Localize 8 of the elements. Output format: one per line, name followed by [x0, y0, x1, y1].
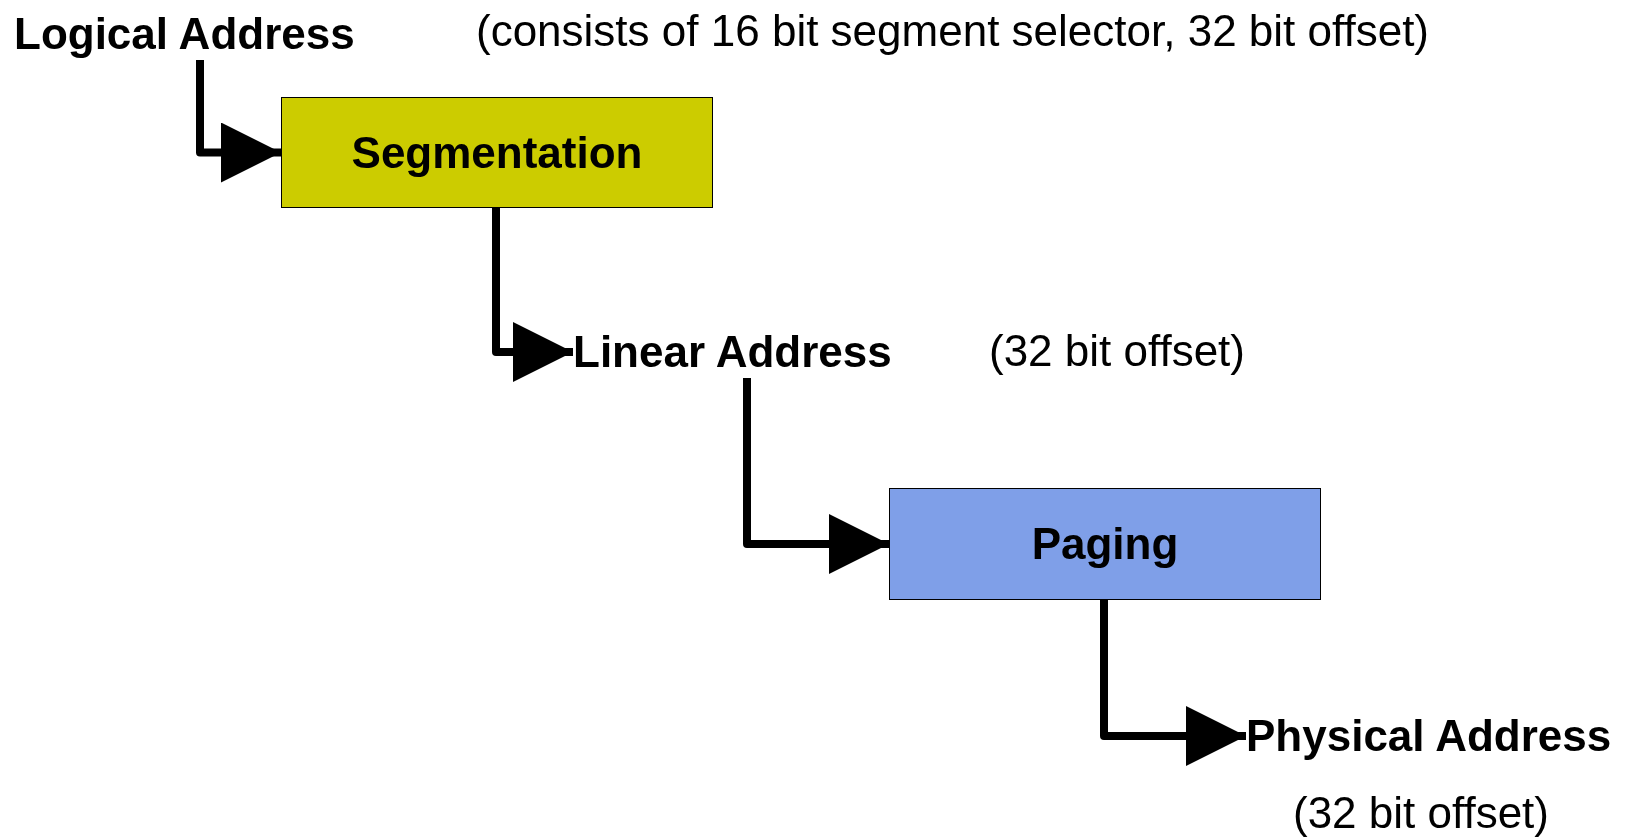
address-label: Physical Address — [1246, 710, 1612, 762]
process-box: Paging — [889, 488, 1321, 600]
annotation-text: (32 bit offset) — [989, 326, 1245, 376]
annotation-text: (consists of 16 bit segment selector, 32 bit offset) — [476, 6, 1429, 56]
annotation-text: (32 bit offset) — [1293, 788, 1549, 838]
address-label: Linear Address — [573, 326, 892, 378]
process-box: Segmentation — [281, 97, 713, 208]
address-label: Logical Address — [14, 8, 355, 60]
